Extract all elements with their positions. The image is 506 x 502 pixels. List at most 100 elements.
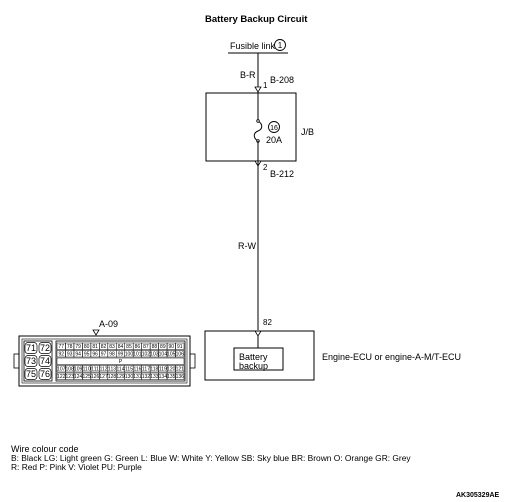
big-pin-cell [38, 368, 52, 380]
small-pin-number: 102 [142, 352, 151, 358]
big-pin-cell [24, 368, 38, 380]
ecu-name: Engine-ECU or engine-A-M/T-ECU [322, 352, 462, 362]
small-pin-number: 81 [92, 344, 98, 350]
small-pin-number: 109 [74, 367, 83, 373]
battery-backup-line1: Battery [239, 352, 268, 362]
pin-2-label: 2 [263, 163, 268, 172]
small-pin-number: 97 [101, 352, 107, 358]
wire-color-mid: R-W [238, 241, 256, 251]
big-pin-number: 71 [26, 343, 36, 353]
fuse-rating: 20A [266, 135, 283, 145]
wire-color-top: B-R [240, 70, 256, 80]
connector-a09-latch-right [189, 353, 196, 369]
small-pin-number: 128 [108, 374, 117, 380]
battery-backup-box [233, 347, 284, 371]
big-pin-cell [24, 342, 38, 354]
connector-a09-label: A-09 [99, 319, 119, 329]
connector-b212: B-212 [270, 169, 295, 179]
small-pin-number: 95 [84, 352, 90, 358]
small-pin-number: 118 [150, 367, 158, 373]
small-pin-number: 124 [74, 374, 83, 380]
pin-1-label: 1 [263, 81, 268, 90]
junction-block-box [205, 92, 297, 162]
fusible-link-number-circle [274, 39, 286, 51]
small-pin-number: 83 [109, 344, 115, 350]
small-pin-number: 88 [152, 344, 158, 350]
small-pin-number: 85 [126, 344, 132, 350]
small-pin-number: 132 [142, 374, 151, 380]
fuse-symbol [253, 120, 263, 142]
small-pin-number: 96 [92, 352, 98, 358]
legend-line-1: B: Black LG: Light green G: Green L: Blu… [11, 453, 411, 463]
fusible-link-number: 1 [278, 41, 283, 50]
small-pin-number: 135 [167, 374, 176, 380]
small-pin-number: 126 [91, 374, 100, 380]
fuse-number: 16 [270, 125, 278, 132]
small-pin-number: 110 [83, 367, 91, 373]
small-pin-number: 93 [67, 352, 73, 358]
small-pin-number: 129 [116, 374, 125, 380]
diagram-title: Battery Backup Circuit [205, 14, 308, 25]
legend-heading: Wire colour code [11, 444, 79, 454]
big-pin-number: 72 [40, 343, 50, 353]
small-pin-cell [175, 350, 185, 358]
fuse-terminal-top [256, 119, 260, 123]
small-pin-number: 112 [100, 367, 108, 373]
small-pin-number: 122 [57, 374, 66, 380]
fusible-link-label: Fusible link [230, 41, 276, 51]
small-pin-number: 107 [57, 367, 66, 373]
jb-label: J/B [301, 127, 315, 137]
small-pin-number: 92 [58, 352, 64, 358]
small-pin-number: 86 [135, 344, 141, 350]
connector-a09-marker [92, 329, 100, 336]
small-pin-number: 90 [169, 344, 175, 350]
small-pin-number: 131 [133, 374, 142, 380]
small-pin-number: 78 [67, 344, 73, 350]
small-pin-number: 100 [125, 352, 134, 358]
small-pin-number: 121 [176, 367, 185, 373]
small-pin-number: 134 [159, 374, 168, 380]
small-pin-number: 115 [125, 367, 133, 373]
small-pin-number: 77 [58, 344, 64, 350]
small-pin-number: 127 [99, 374, 108, 380]
big-pin-number: 76 [40, 369, 50, 379]
big-pin-number: 75 [26, 369, 36, 379]
small-pin-row-mark: P [119, 359, 123, 365]
big-pin-cell [38, 355, 52, 367]
small-pin-number: 103 [150, 352, 159, 358]
big-pin-cell [24, 355, 38, 367]
small-pin-number: 119 [159, 367, 167, 373]
small-pin-cell [175, 342, 185, 350]
small-pin-number: 105 [167, 352, 176, 358]
battery-backup-line2: backup [239, 361, 269, 371]
big-pin-block [23, 340, 53, 382]
small-pin-number: 87 [143, 344, 149, 350]
small-pin-number: 130 [125, 374, 134, 380]
small-pin-number: 82 [101, 344, 107, 350]
big-pin-cell [38, 342, 52, 354]
small-pin-number: 89 [160, 344, 166, 350]
small-pin-divider-row [56, 357, 185, 365]
pin-82-label: 82 [263, 318, 272, 327]
connector-a09-inner [21, 338, 188, 384]
small-pin-number: 136 [176, 374, 185, 380]
small-pin-number: 120 [167, 367, 176, 373]
figure-code: AK305329AE [456, 492, 500, 499]
small-pin-number: 111 [91, 367, 99, 373]
small-pin-number: 84 [118, 344, 124, 350]
small-pin-number: 123 [66, 374, 75, 380]
small-pin-number: 113 [108, 367, 116, 373]
small-pin-cell [175, 372, 185, 380]
small-pin-number: 98 [109, 352, 115, 358]
small-pin-number: 79 [75, 344, 81, 350]
small-pin-number: 104 [159, 352, 168, 358]
fuse-number-circle [268, 121, 280, 133]
small-pin-number: 117 [142, 367, 150, 373]
small-pin-number: 106 [176, 352, 185, 358]
big-pin-number: 73 [26, 356, 36, 366]
small-pin-number: 133 [150, 374, 159, 380]
small-pin-number: 99 [118, 352, 124, 358]
small-pin-block [55, 340, 186, 382]
